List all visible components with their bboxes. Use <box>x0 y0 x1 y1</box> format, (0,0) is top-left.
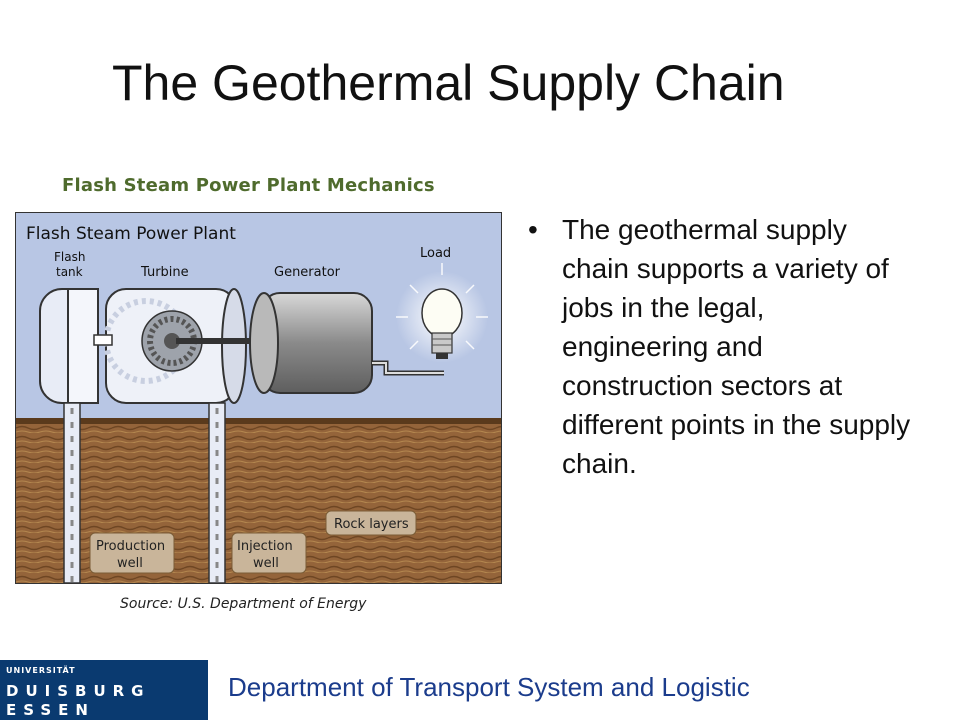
production-well <box>63 402 81 583</box>
generator <box>249 292 373 394</box>
generator-label: Generator <box>274 265 341 280</box>
slide-title: The Geothermal Supply Chain <box>112 55 785 111</box>
logo-top-text: UNIVERSITÄT <box>6 666 76 675</box>
injection-well-label-1: Injection <box>237 539 293 554</box>
rock-layers-label: Rock layers <box>334 517 409 532</box>
flash-steam-diagram: Flash Steam Power Plant Flash tank Turbi… <box>15 212 502 584</box>
bullet-item: • The geothermal supply chain supports a… <box>528 210 918 483</box>
bullet-text: The geothermal supply chain supports a v… <box>562 214 911 479</box>
logo-mid-text: DUISBURG <box>6 682 151 700</box>
logo-bottom-text: ESSEN <box>6 701 95 719</box>
figure-source: Source: U.S. Department of Energy <box>120 596 367 612</box>
injection-well <box>208 402 226 583</box>
turbine-label: Turbine <box>140 265 189 280</box>
load-light-bulb <box>396 263 488 363</box>
flash-tank <box>39 288 99 404</box>
injection-well-label-2: well <box>253 556 279 571</box>
university-logo: UNIVERSITÄT DUISBURG ESSEN <box>0 660 208 720</box>
load-label: Load <box>420 246 451 261</box>
production-well-label-2: well <box>117 556 143 571</box>
department-name: Department of Transport System and Logis… <box>228 672 750 702</box>
figure-caption: Flash Steam Power Plant Mechanics <box>62 175 435 196</box>
flash-tank-label-1: Flash <box>54 250 85 264</box>
bullet-list: • The geothermal supply chain supports a… <box>528 210 918 483</box>
turbine <box>103 288 247 404</box>
production-well-label-1: Production <box>96 539 165 554</box>
diagram-heading: Flash Steam Power Plant <box>26 224 236 244</box>
flash-tank-label-2: tank <box>56 265 83 279</box>
bullet-marker: • <box>528 214 538 245</box>
